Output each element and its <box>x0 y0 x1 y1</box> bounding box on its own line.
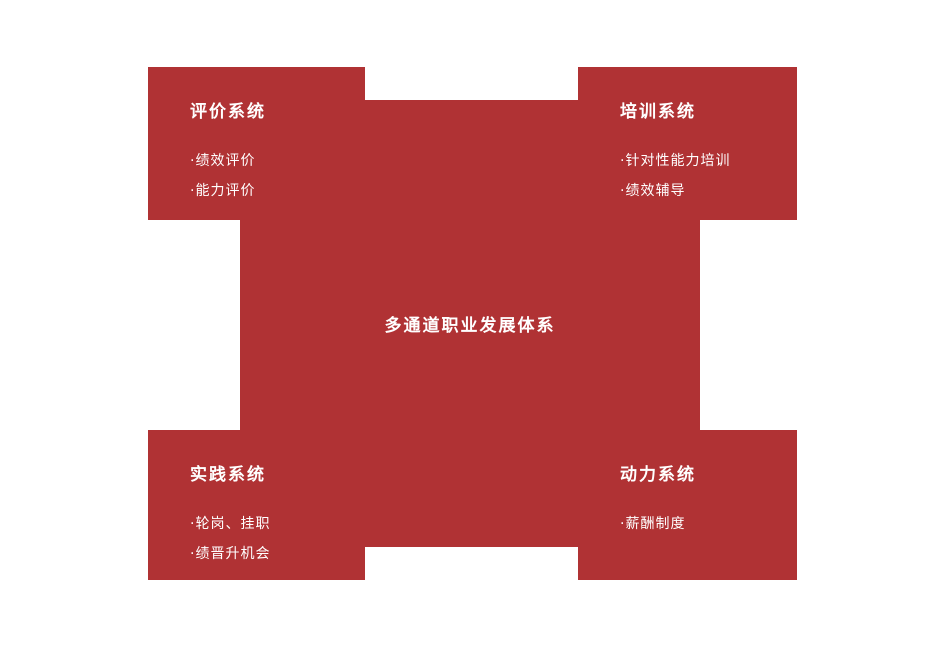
quadrant-items-practice: ·轮岗、挂职 ·绩晋升机会 <box>190 509 345 569</box>
quadrant-items-motivation: ·薪酬制度 <box>620 509 777 539</box>
list-item: ·轮岗、挂职 <box>190 516 271 532</box>
list-item: ·能力评价 <box>190 183 256 199</box>
list-item: ·绩晋升机会 <box>190 546 271 562</box>
list-item: ·绩效辅导 <box>620 183 686 199</box>
quadrant-training-system: 培训系统 ·针对性能力培训 ·绩效辅导 <box>578 67 797 220</box>
quadrant-practice-system: 实践系统 ·轮岗、挂职 ·绩晋升机会 <box>148 430 365 580</box>
quadrant-items-training: ·针对性能力培训 ·绩效辅导 <box>620 146 777 206</box>
diagram-center-title: 多通道职业发展体系 <box>384 316 556 336</box>
quadrant-title-motivation: 动力系统 <box>620 465 696 485</box>
quadrant-title-evaluation: 评价系统 <box>190 102 266 122</box>
list-item: ·绩效评价 <box>190 153 256 169</box>
quadrant-title-training: 培训系统 <box>620 102 696 122</box>
quadrant-motivation-system: 动力系统 ·薪酬制度 <box>578 430 797 580</box>
list-item: ·薪酬制度 <box>620 516 686 532</box>
quadrant-items-evaluation: ·绩效评价 ·能力评价 <box>190 146 345 206</box>
quadrant-evaluation-system: 评价系统 ·绩效评价 ·能力评价 <box>148 67 365 220</box>
quadrant-title-practice: 实践系统 <box>190 465 266 485</box>
list-item: ·针对性能力培训 <box>620 153 731 169</box>
